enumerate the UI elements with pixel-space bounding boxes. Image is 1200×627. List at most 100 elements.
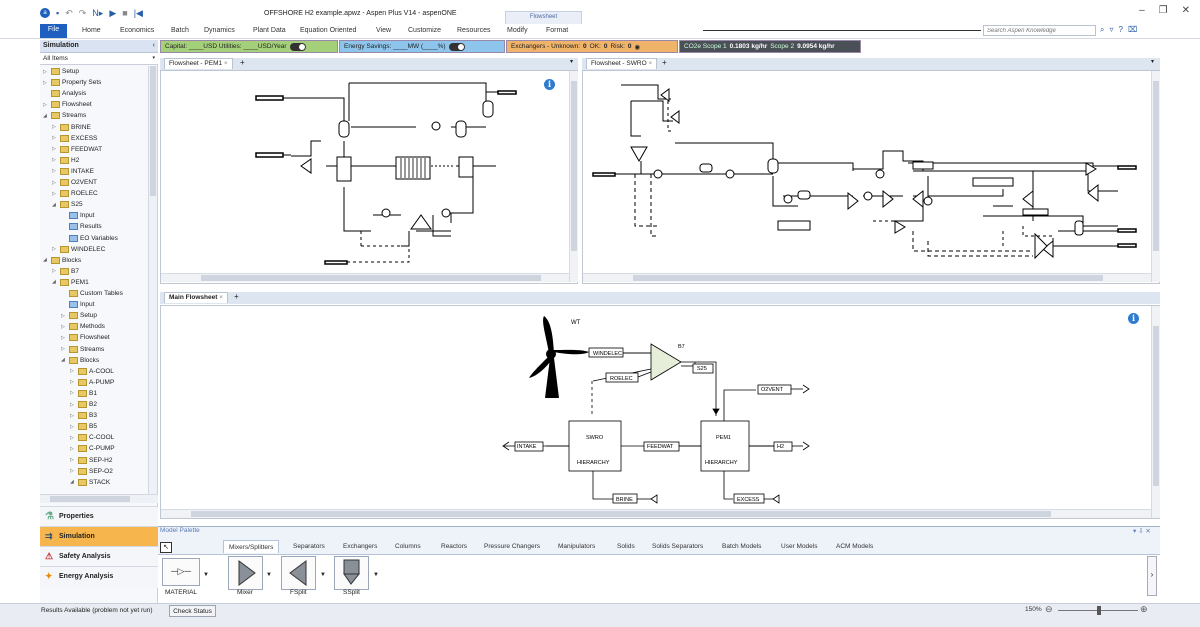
tab-dropdown-icon[interactable]: ▾ <box>570 59 574 65</box>
tree-expand-icon[interactable]: ◢ <box>61 357 65 364</box>
swro-hscrollbar[interactable] <box>583 273 1151 282</box>
tree-expand-icon[interactable]: ▷ <box>52 146 56 153</box>
swro-flowsheet-canvas[interactable] <box>582 70 1160 284</box>
run-icon[interactable]: ▶ <box>109 7 117 18</box>
tree-expand-icon[interactable]: ◢ <box>52 279 56 286</box>
tree-item[interactable]: ▷Setup <box>61 310 97 321</box>
tree-item[interactable]: Results <box>61 221 102 232</box>
tab-economics[interactable]: Economics <box>120 27 155 34</box>
tree-expand-icon[interactable]: ◢ <box>43 112 47 119</box>
close-tab-icon[interactable]: × <box>223 60 228 67</box>
swro-vscrollbar[interactable] <box>1151 71 1160 282</box>
palette-scroll-right-icon[interactable]: › <box>1147 556 1157 596</box>
tree-item[interactable]: ▷B3 <box>70 410 97 421</box>
tab-home[interactable]: Home <box>82 27 101 34</box>
tree-expand-icon[interactable]: ▷ <box>70 412 74 419</box>
tab-view[interactable]: View <box>376 27 392 34</box>
tree-item[interactable]: ▷Setup <box>43 66 79 77</box>
mixer-icon[interactable] <box>228 556 263 590</box>
palette-tab-manipulators[interactable]: Manipulators <box>558 543 596 550</box>
reset-icon[interactable]: |◀ <box>133 7 143 18</box>
tree-expand-icon[interactable]: ▷ <box>52 124 56 130</box>
palette-tab-separators[interactable]: Separators <box>293 543 325 550</box>
material-dropdown-icon[interactable]: ▼ <box>203 572 209 578</box>
palette-tab-acm-models[interactable]: ACM Models <box>836 543 874 550</box>
nav-properties[interactable]: ⚗Properties <box>40 506 158 526</box>
tree-item[interactable]: ▷B2 <box>70 399 97 410</box>
tree-expand-icon[interactable]: ◢ <box>52 201 56 208</box>
tree-item[interactable]: ▷SEP-H2 <box>70 455 112 466</box>
tab-batch[interactable]: Batch <box>171 27 189 34</box>
fsplit-dropdown-icon[interactable]: ▼ <box>320 572 326 578</box>
tree-expand-icon[interactable]: ▷ <box>70 379 74 386</box>
ssplit-dropdown-icon[interactable]: ▼ <box>373 572 379 578</box>
tab-main-flowsheet[interactable]: Main Flowsheet × <box>164 292 229 303</box>
tree-item[interactable]: Analysis <box>43 88 86 99</box>
tree-expand-icon[interactable]: ▷ <box>70 468 74 475</box>
tree-expand-icon[interactable]: ◢ <box>70 479 74 486</box>
tree-item[interactable]: ▷A-PUMP <box>70 377 114 388</box>
tree-expand-icon[interactable]: ▷ <box>52 135 56 142</box>
tree-item[interactable]: ◢PEM1 <box>52 277 89 288</box>
ssplit-icon[interactable] <box>334 556 369 590</box>
restore-icon[interactable]: ❐ <box>1158 5 1168 16</box>
tree-expand-icon[interactable]: ▷ <box>70 445 74 452</box>
tab-format[interactable]: Format <box>546 27 569 34</box>
dropdown-icon[interactable]: ▿ <box>1109 25 1114 34</box>
tree-item[interactable]: ▷Property Sets <box>43 77 101 88</box>
tree-item[interactable]: Input <box>61 299 94 310</box>
tree-item[interactable]: Input <box>61 210 94 221</box>
nav-safety-analysis[interactable]: ⚠Safety Analysis <box>40 546 158 566</box>
palette-tab-pressure-changers[interactable]: Pressure Changers <box>484 543 540 550</box>
help-icon[interactable]: ? <box>1118 25 1123 34</box>
co2-bar[interactable]: CO2e Scope 1 0.1803 kg/hr Scope 2 9.0954… <box>679 40 861 53</box>
tree-item[interactable]: ◢S25 <box>52 199 83 210</box>
tree-expand-icon[interactable]: ▷ <box>70 390 74 397</box>
palette-tab-columns[interactable]: Columns <box>395 543 421 550</box>
tree-item[interactable]: ▷FEEDWAT <box>52 144 102 155</box>
options-icon[interactable]: ⌧ <box>1127 25 1138 34</box>
filter-select[interactable]: All Items▾ <box>40 53 158 65</box>
tree-expand-icon[interactable]: ▷ <box>52 190 56 197</box>
tab-flowsheet-swro[interactable]: Flowsheet - SWRO × <box>586 58 658 69</box>
tree-item[interactable]: ▷SEP-O2 <box>70 466 113 477</box>
tree-item[interactable]: ▷B5 <box>70 421 97 432</box>
tree-item[interactable]: ▷H2 <box>52 155 79 166</box>
tree-expand-icon[interactable]: ▷ <box>52 168 56 175</box>
stop-icon[interactable]: ■ <box>122 8 128 18</box>
palette-tab-exchangers[interactable]: Exchangers <box>343 543 378 550</box>
zoom-out-icon[interactable]: ⊖ <box>1045 604 1053 614</box>
tab-dynamics[interactable]: Dynamics <box>204 27 235 34</box>
exchangers-bar[interactable]: Exchangers - Unknown: 0 OK: 0 Risk: 0 ◉ <box>506 40 678 53</box>
tree-expand-icon[interactable]: ▷ <box>43 68 47 75</box>
tree-item[interactable]: ▷C-PUMP <box>70 443 115 454</box>
check-status-button[interactable]: Check Status <box>169 605 216 617</box>
tree-expand-icon[interactable]: ▷ <box>43 101 47 108</box>
tree-expand-icon[interactable]: ▷ <box>70 368 74 375</box>
close-tab-icon[interactable]: × <box>219 294 224 301</box>
tree-item[interactable]: EO Variables <box>61 233 118 244</box>
main-hscrollbar[interactable] <box>161 509 1151 518</box>
tree-item[interactable]: ▷C-COOL <box>70 432 114 443</box>
nav-energy-analysis[interactable]: ✦Energy Analysis <box>40 566 158 588</box>
search-icon[interactable]: ⌕ <box>1100 25 1105 34</box>
add-tab-icon[interactable]: + <box>662 58 667 67</box>
tree-hscrollbar[interactable] <box>40 494 158 503</box>
palette-tab-user-models[interactable]: User Models <box>781 543 818 550</box>
tree-item[interactable]: ▷Streams <box>61 344 104 355</box>
tree-expand-icon[interactable]: ▷ <box>70 457 74 463</box>
tree-expand-icon[interactable]: ▷ <box>52 268 56 275</box>
pem-hscrollbar[interactable] <box>161 273 569 282</box>
tab-flowsheet-pem1[interactable]: Flowsheet - PEM1 × <box>164 58 233 69</box>
tree-expand-icon[interactable]: ▷ <box>52 246 56 253</box>
zoom-slider-thumb[interactable] <box>1097 606 1101 615</box>
select-mode-icon[interactable]: ↖ <box>160 542 172 553</box>
add-tab-icon[interactable]: + <box>234 292 239 301</box>
tree-item[interactable]: ▷B1 <box>70 388 97 399</box>
palette-tab-reactors[interactable]: Reactors <box>441 543 468 550</box>
tree-item[interactable]: ▷BRINE <box>52 122 91 133</box>
tab-equation-oriented[interactable]: Equation Oriented <box>300 27 357 34</box>
tree-expand-icon[interactable]: ▷ <box>61 312 65 319</box>
minimize-icon[interactable]: – <box>1139 5 1145 16</box>
tab-modify[interactable]: Modify <box>507 27 528 34</box>
